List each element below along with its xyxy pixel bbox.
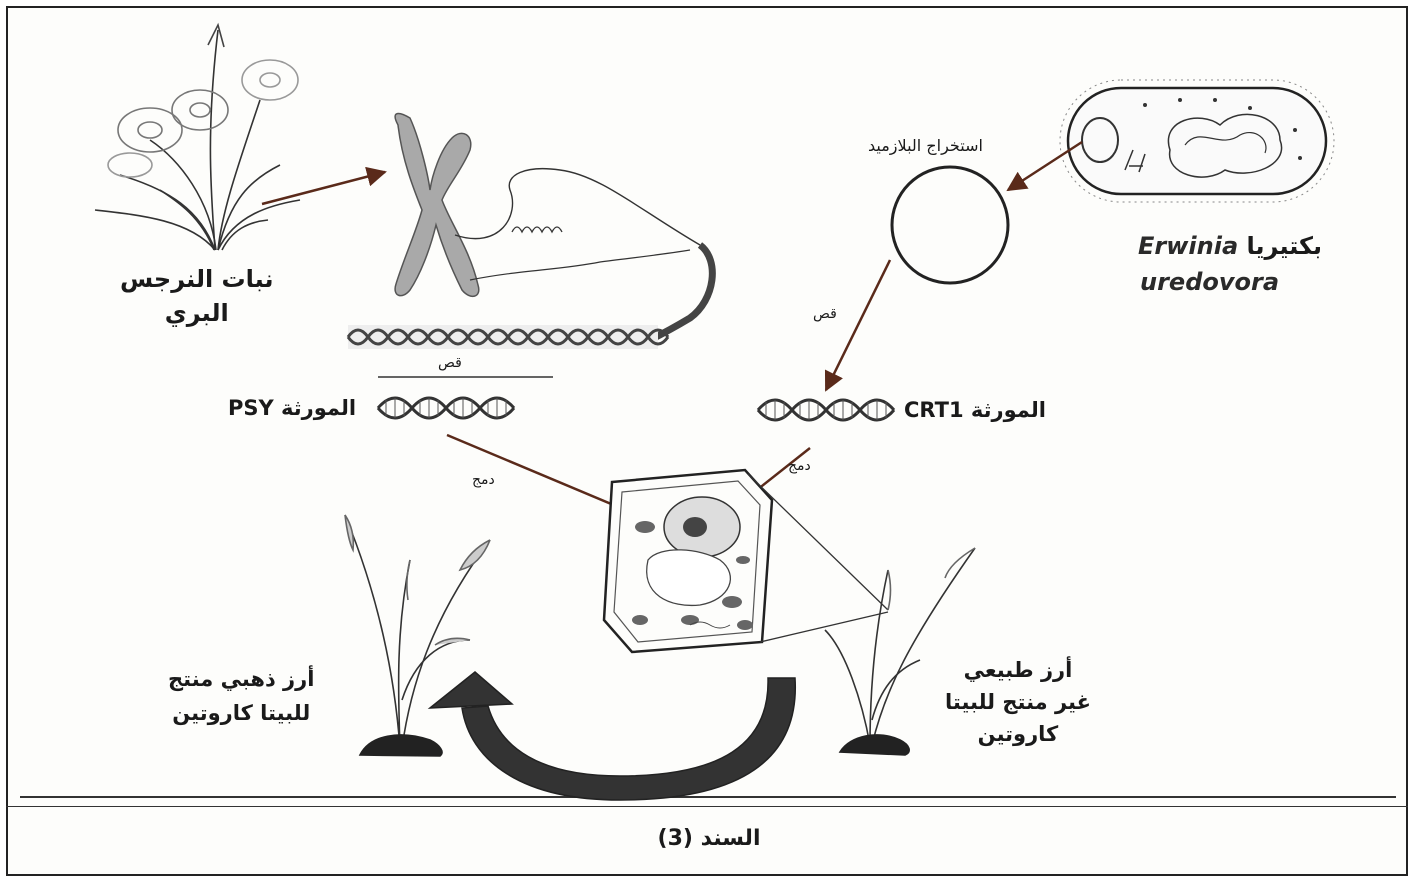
crt1-gene-label: المورثة CRT1: [904, 398, 1046, 422]
zoom-line-bottom: [760, 612, 888, 642]
bacteria-genus-label: Erwinia: [1138, 232, 1238, 260]
wild-daffodil-label-line1: نبات النرجس: [120, 262, 273, 296]
arrow-plant-to-chromosome: [262, 172, 385, 204]
cut-label-top: قص: [438, 355, 462, 371]
golden-rice-label-line2: للبيتا كاروتين: [168, 696, 314, 730]
natural-rice-label-line2: غير منتج للبيتا: [945, 686, 1091, 718]
plasmid-ring-icon: [892, 167, 1008, 283]
golden-rice-label-line1: أرز ذهبي منتج: [168, 662, 314, 696]
arrow-plasmid-to-crt1: [826, 260, 890, 390]
merge-label-right: دمج: [788, 458, 811, 474]
cycle-arrow-icon: [430, 672, 795, 800]
wild-daffodil-label: نبات النرجس البري: [120, 262, 273, 330]
bacteria-species-label: uredovora: [1140, 268, 1279, 296]
dna-helix-crt1-icon: [758, 400, 894, 420]
golden-rice-label: أرز ذهبي منتج للبيتا كاروتين: [168, 662, 314, 730]
bacteria-name-line1: بكتيريا Erwinia: [1138, 232, 1322, 260]
natural-rice-label: أرز طبيعي غير منتج للبيتا كاروتين: [945, 654, 1091, 750]
cut-label-right: قص: [813, 306, 837, 322]
daffodil-plant-icon: [95, 25, 300, 250]
natural-rice-label-line1: أرز طبيعي: [945, 654, 1091, 686]
arrow-bacterium-to-plasmid: [1008, 142, 1082, 190]
merge-label-left: دمج: [472, 472, 495, 488]
plant-cell-icon: [604, 470, 772, 652]
natural-rice-label-line3: كاروتين: [945, 718, 1091, 750]
bacterium-icon: [1060, 80, 1334, 202]
dna-helix-psy-icon: [378, 398, 514, 418]
plasmid-extraction-label: استخراج البلازميد: [868, 136, 983, 155]
dna-strand-long-icon: [348, 325, 668, 377]
bacteria-prefix-label: بكتيريا: [1247, 232, 1323, 260]
wild-daffodil-label-line2: البري: [120, 296, 273, 330]
psy-gene-label: المورثة PSY: [228, 396, 356, 420]
figure-caption: السند (3): [0, 826, 1418, 851]
chromosome-icon: [395, 114, 712, 340]
